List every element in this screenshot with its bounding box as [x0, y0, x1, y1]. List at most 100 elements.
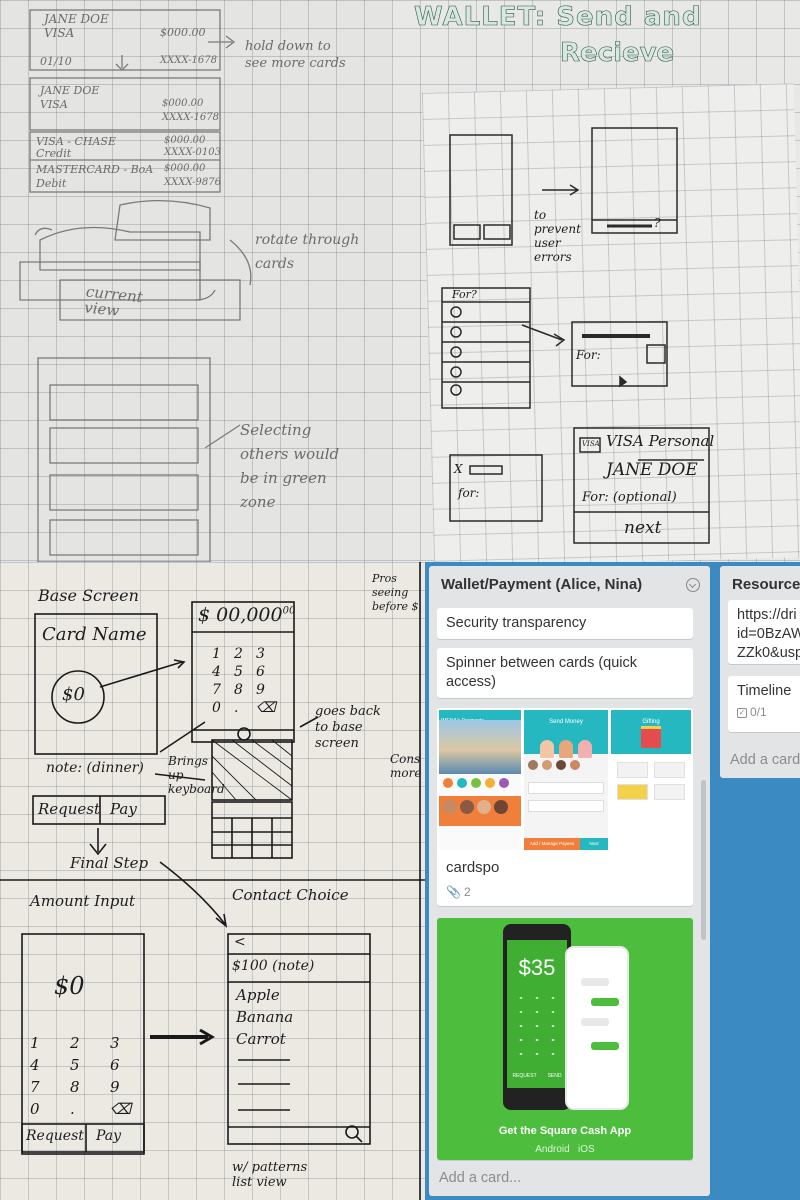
mock-field	[528, 800, 604, 812]
final-step-label: Final Step	[70, 854, 149, 872]
square-cash-platforms: Android iOS	[535, 1144, 595, 1155]
card-label: Timeline	[737, 683, 792, 699]
sketch-lines-top-right	[441, 127, 710, 544]
icon-dot	[457, 778, 467, 788]
card-label: cardspo	[446, 859, 500, 876]
avatar	[542, 760, 552, 770]
cash-amount: $35	[518, 955, 556, 980]
card4-type: Debit	[36, 177, 67, 190]
amount-input-value: $0	[54, 972, 85, 1000]
sketch-photo-top-right: WALLET: Send and Recieve to prevent user…	[392, 0, 800, 562]
logo-tile	[654, 762, 685, 778]
mock-title: Gifting	[642, 719, 660, 725]
key: .	[234, 700, 239, 716]
phone-dark-screen: $35 REQUEST SEND	[507, 940, 567, 1088]
avatar	[570, 760, 580, 770]
chat-bubble	[581, 978, 609, 986]
cash-send: SEND	[547, 1073, 562, 1079]
list-wallet-payment: Wallet/Payment (Alice, Nina) Security tr…	[429, 566, 710, 1196]
card-spinner[interactable]: Spinner between cards (quick access)	[437, 648, 693, 698]
mock-title: Send Money	[549, 719, 583, 725]
card-square-cash[interactable]: $35 REQUEST SEND Get the Square Cash App…	[437, 918, 693, 1160]
card-cover-image: IMENA's Payments	[437, 708, 693, 852]
key: 7	[212, 682, 221, 698]
paperclip-icon: 📎	[446, 885, 461, 899]
mock-footer: Add / Manage Payees Next	[524, 838, 608, 850]
next-label: next	[624, 518, 662, 538]
mock-header-1: IMENA's Payments	[439, 710, 521, 720]
card2-number: XXXX-1678	[162, 112, 219, 123]
avatar	[556, 760, 566, 770]
key: 8	[70, 1078, 80, 1096]
mock-add-payees: Add / Manage Payees	[524, 838, 580, 850]
x-mark: X	[454, 462, 463, 476]
add-card-link[interactable]: Add a card	[730, 752, 800, 768]
key: 9	[256, 682, 265, 698]
card3-name: VISA - CHASE	[36, 135, 116, 148]
icon-dot	[485, 778, 495, 788]
list-title[interactable]: Resources	[732, 576, 800, 593]
for-field-label: For:	[576, 348, 601, 362]
patterns-note: w/ patterns list view	[232, 1160, 308, 1190]
request-label: Request	[38, 800, 101, 818]
avatar	[559, 740, 573, 758]
key: 8	[234, 682, 243, 698]
card2-amount: $000.00	[162, 98, 204, 109]
card-timeline[interactable]: Timeline ✓ 0/1	[728, 676, 800, 732]
card3-amount: $000.00	[164, 135, 206, 146]
card-cardspo[interactable]: IMENA's Payments	[437, 708, 693, 906]
card4-amount: $000.00	[164, 163, 206, 174]
card-drive-link[interactable]: https://dri id=0BzAW ZZk0&usp	[728, 600, 800, 664]
add-card-link[interactable]: Add a card...	[439, 1170, 522, 1186]
card-security-transparency[interactable]: Security transparency	[437, 608, 693, 639]
gift-icon	[641, 726, 661, 748]
key: 0	[212, 700, 221, 716]
avatar	[540, 740, 554, 758]
avatar	[460, 800, 474, 814]
key: 1	[212, 646, 221, 662]
card1-type: VISA	[44, 26, 75, 40]
key: 5	[70, 1056, 80, 1074]
chat-bubble	[591, 998, 619, 1006]
big-amount: $ 00,00000	[198, 604, 296, 626]
list-scrollbar[interactable]	[701, 780, 706, 940]
contact-choice-label: Contact Choice	[232, 886, 349, 904]
logo-tile	[617, 762, 648, 778]
selecting-note: Selecting others would be in green zone	[240, 421, 340, 511]
list-title[interactable]: Wallet/Payment (Alice, Nina)	[441, 576, 643, 593]
list-menu-icon[interactable]	[686, 578, 700, 592]
visa-personal-label: VISA Personal	[606, 432, 715, 450]
cash-actions: REQUEST SEND	[507, 1067, 567, 1086]
base-screen-label: Base Screen	[38, 586, 139, 605]
icon-dot	[443, 778, 453, 788]
card4-name: MASTERCARD - BoA	[36, 163, 154, 176]
checklist-badge: ✓ 0/1	[728, 703, 800, 722]
checklist-count: 0/1	[750, 705, 767, 719]
sketch-lines-top-left	[19, 9, 252, 562]
key: 3	[110, 1034, 120, 1052]
avatar	[477, 800, 491, 814]
avatar	[494, 800, 508, 814]
key: 0	[30, 1100, 40, 1118]
link-line: id=0BzAW	[737, 626, 800, 642]
key: 6	[256, 664, 265, 680]
mock-field	[528, 782, 604, 794]
rotate-note: rotate through cards	[255, 232, 360, 272]
pay-label: Pay	[110, 800, 137, 818]
pros-note: Pros seeing before $	[372, 572, 419, 613]
card2-name: JANE DOE	[40, 84, 100, 97]
key: 5	[234, 664, 243, 680]
key: 4	[30, 1056, 40, 1074]
key: 6	[110, 1056, 120, 1074]
card-name-label: Card Name	[42, 624, 147, 645]
mock-contact-row	[524, 754, 608, 776]
mock-panel-send-money: Send Money	[524, 710, 608, 850]
avatar	[528, 760, 538, 770]
trello-board: Wallet/Payment (Alice, Nina) Security tr…	[425, 562, 800, 1200]
mock-next: Next	[580, 838, 608, 850]
mock-panel-payments: IMENA's Payments	[439, 710, 521, 850]
mock-header-2: Send Money	[524, 710, 608, 758]
key: 3	[256, 646, 265, 662]
avatar	[578, 740, 592, 758]
